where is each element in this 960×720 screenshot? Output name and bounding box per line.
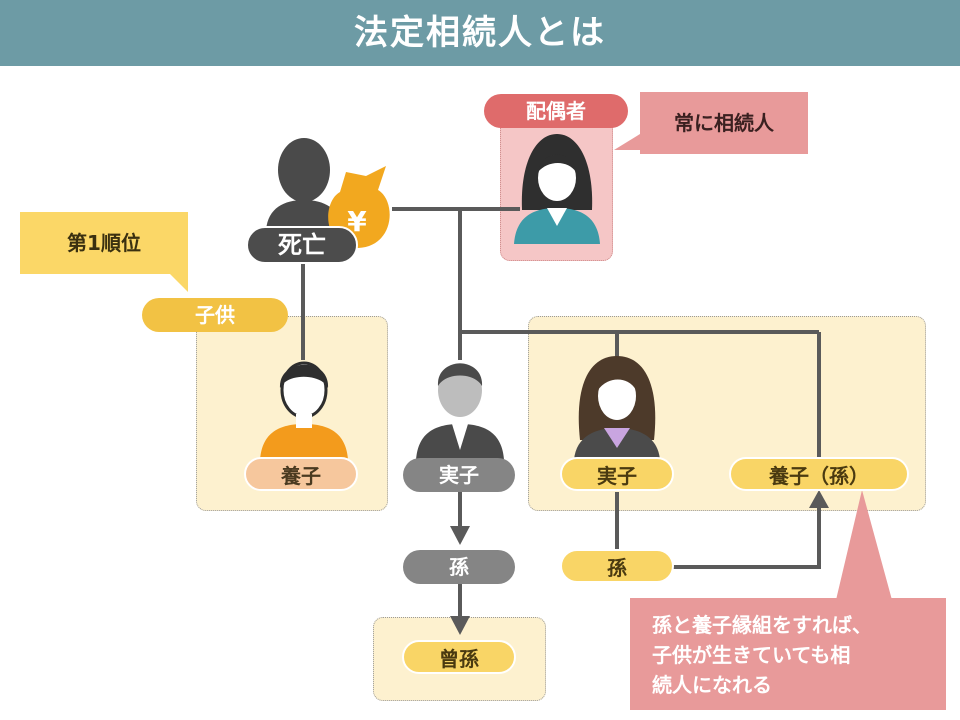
rank-note-callout	[20, 212, 188, 292]
grandchild-badge-son: 孫	[403, 550, 515, 584]
adopted-child-badge: 養子	[244, 457, 358, 491]
connector-lines	[301, 207, 821, 618]
children-tag: 子供	[142, 298, 288, 332]
note-line-3: 続人になれる	[652, 673, 772, 697]
biological-child-badge-son: 実子	[403, 458, 515, 492]
deceased-badge: 死亡	[246, 226, 358, 264]
grandchild-adoption-note-text: 孫と養子縁組をすれば、 子供が生きていても相 続人になれる	[652, 610, 942, 700]
adopted-grandchild-badge: 養子（孫）	[729, 457, 909, 491]
biological-child-badge-daughter: 実子	[560, 457, 674, 491]
person-spouse-icon	[514, 134, 600, 244]
person-son-icon	[416, 363, 504, 460]
arrowheads	[450, 490, 829, 635]
page-title: 法定相続人とは	[0, 0, 960, 66]
yen-symbol: ¥	[347, 205, 367, 238]
great-grandchild-badge: 曾孫	[402, 640, 516, 674]
person-deceased-icon	[266, 138, 342, 230]
rank-note-text: 第1順位	[67, 231, 141, 255]
spouse-tag: 配偶者	[484, 94, 628, 128]
note-line-1: 孫と養子縁組をすれば、	[652, 613, 872, 637]
grandchild-badge-daughter: 孫	[560, 549, 674, 583]
note-line-2: 子供が生きていても相	[652, 643, 851, 667]
spouse-note-callout	[614, 92, 808, 154]
person-adopted-child-icon	[260, 361, 348, 460]
grandchild-adoption-note-callout	[630, 490, 946, 710]
spouse-note-text: 常に相続人	[674, 111, 774, 135]
person-daughter-icon	[574, 356, 660, 460]
